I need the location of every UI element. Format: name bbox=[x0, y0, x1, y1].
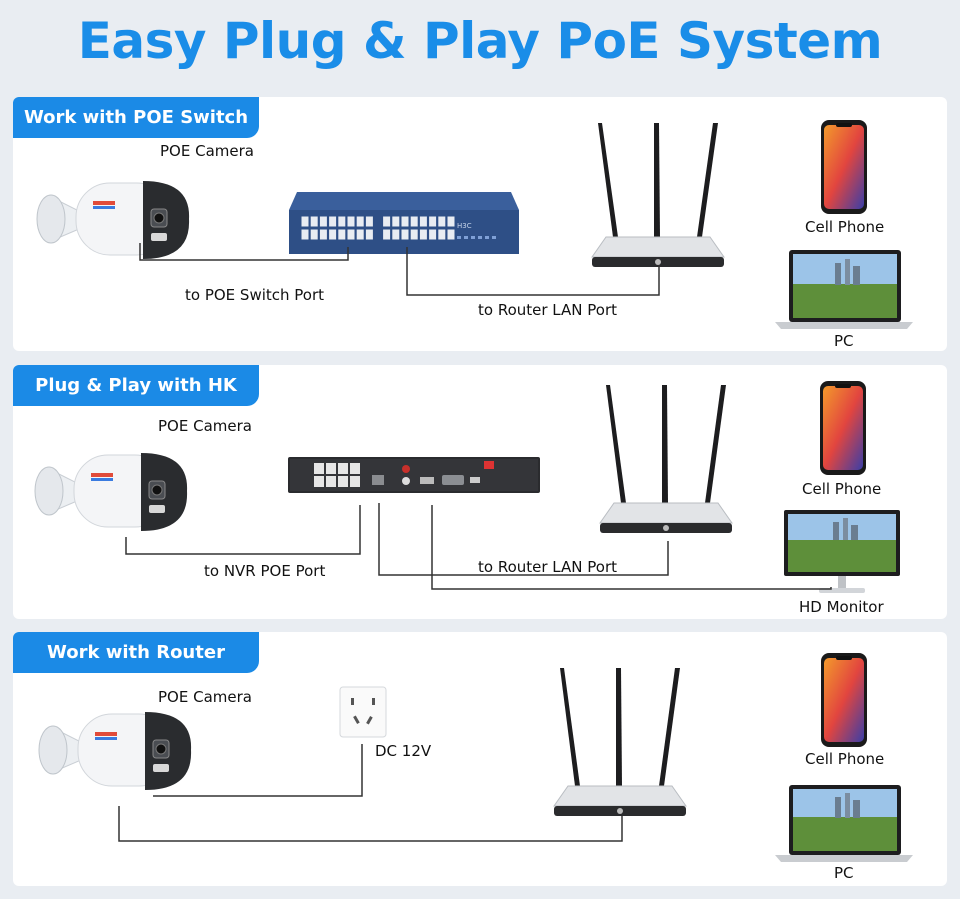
switch-port bbox=[409, 228, 419, 241]
camera-label: POE Camera bbox=[160, 142, 254, 160]
nvr-poe-port bbox=[314, 476, 324, 487]
page-title: Easy Plug & Play PoE System bbox=[77, 12, 883, 70]
phone-label: Cell Phone bbox=[802, 480, 882, 498]
nvr-poe-port bbox=[326, 463, 336, 474]
hd-monitor-icon bbox=[784, 510, 900, 593]
switch-port bbox=[428, 215, 438, 228]
panel-hk-nvr: Plug & Play with HK NVR POE Camera bbox=[13, 365, 947, 619]
switch-port bbox=[409, 215, 419, 228]
switch-port bbox=[355, 215, 365, 228]
link-label-router: to Router LAN Port bbox=[478, 558, 617, 576]
switch-port bbox=[400, 228, 410, 241]
switch-port bbox=[318, 215, 328, 228]
power-label: DC 12V bbox=[375, 742, 432, 760]
link-label-nvr: to NVR POE Port bbox=[204, 562, 326, 580]
nvr-poe-port bbox=[350, 463, 360, 474]
nvr-poe-port bbox=[350, 476, 360, 487]
switch-port bbox=[437, 228, 447, 241]
switch-port bbox=[418, 228, 428, 241]
nvr-poe-port bbox=[326, 476, 336, 487]
switch-port bbox=[446, 228, 456, 241]
switch-port bbox=[364, 215, 374, 228]
switch-port bbox=[446, 215, 456, 228]
wifi-router-icon bbox=[591, 123, 725, 267]
switch-port bbox=[355, 228, 365, 241]
poe-camera-icon bbox=[38, 712, 192, 790]
switch-port bbox=[309, 215, 319, 228]
cable-camera-to-router bbox=[118, 744, 623, 842]
panel-router: Work with Router POE Camera DC 12V Cell … bbox=[13, 632, 947, 886]
cell-phone-icon bbox=[821, 120, 867, 214]
poe-camera-icon bbox=[36, 181, 190, 259]
pc-label: PC bbox=[834, 332, 854, 350]
switch-port bbox=[328, 215, 338, 228]
poe-switch-icon: H3C bbox=[289, 192, 519, 254]
panel-tag: Plug & Play with HK NVR bbox=[13, 365, 259, 437]
switch-port bbox=[346, 228, 356, 241]
switch-brand: H3C bbox=[457, 222, 472, 230]
link-label-router: to Router LAN Port bbox=[478, 301, 617, 319]
wifi-router-icon bbox=[599, 385, 733, 533]
camera-label: POE Camera bbox=[158, 417, 252, 435]
switch-port bbox=[400, 215, 410, 228]
poe-camera-icon bbox=[34, 453, 188, 531]
cable-nvr-links bbox=[125, 503, 832, 590]
phone-label: Cell Phone bbox=[805, 750, 885, 768]
switch-port bbox=[328, 228, 338, 241]
switch-port bbox=[346, 215, 356, 228]
switch-port bbox=[300, 228, 310, 241]
laptop-pc-icon bbox=[775, 785, 913, 862]
laptop-pc-icon bbox=[775, 250, 913, 329]
switch-port bbox=[391, 228, 401, 241]
switch-port bbox=[309, 228, 319, 241]
camera-label: POE Camera bbox=[158, 688, 252, 706]
switch-port bbox=[382, 228, 392, 241]
switch-port bbox=[337, 228, 347, 241]
cable-camera-to-switch bbox=[139, 243, 660, 296]
switch-port bbox=[391, 215, 401, 228]
switch-port bbox=[418, 215, 428, 228]
panel-tag: Work with Router bbox=[13, 632, 259, 673]
cell-phone-icon bbox=[821, 653, 867, 747]
switch-port bbox=[300, 215, 310, 228]
nvr-poe-port bbox=[314, 463, 324, 474]
nvr-recorder-icon bbox=[288, 457, 540, 493]
switch-port bbox=[318, 228, 328, 241]
wifi-router-icon bbox=[553, 668, 687, 816]
pc-label: PC bbox=[834, 864, 854, 882]
switch-port bbox=[337, 215, 347, 228]
panel-poe-switch: Work with POE Switch POE Camera H3C bbox=[13, 97, 947, 351]
power-socket-icon bbox=[339, 686, 387, 738]
panel-tag: Work with POE Switch bbox=[13, 97, 259, 138]
phone-label: Cell Phone bbox=[805, 218, 885, 236]
link-label-switch: to POE Switch Port bbox=[185, 286, 325, 304]
nvr-poe-port bbox=[338, 476, 348, 487]
switch-port bbox=[382, 215, 392, 228]
switch-port bbox=[364, 228, 374, 241]
cell-phone-icon bbox=[820, 381, 866, 475]
monitor-label: HD Monitor bbox=[799, 598, 884, 616]
switch-port bbox=[437, 215, 447, 228]
switch-port bbox=[428, 228, 438, 241]
nvr-poe-port bbox=[338, 463, 348, 474]
